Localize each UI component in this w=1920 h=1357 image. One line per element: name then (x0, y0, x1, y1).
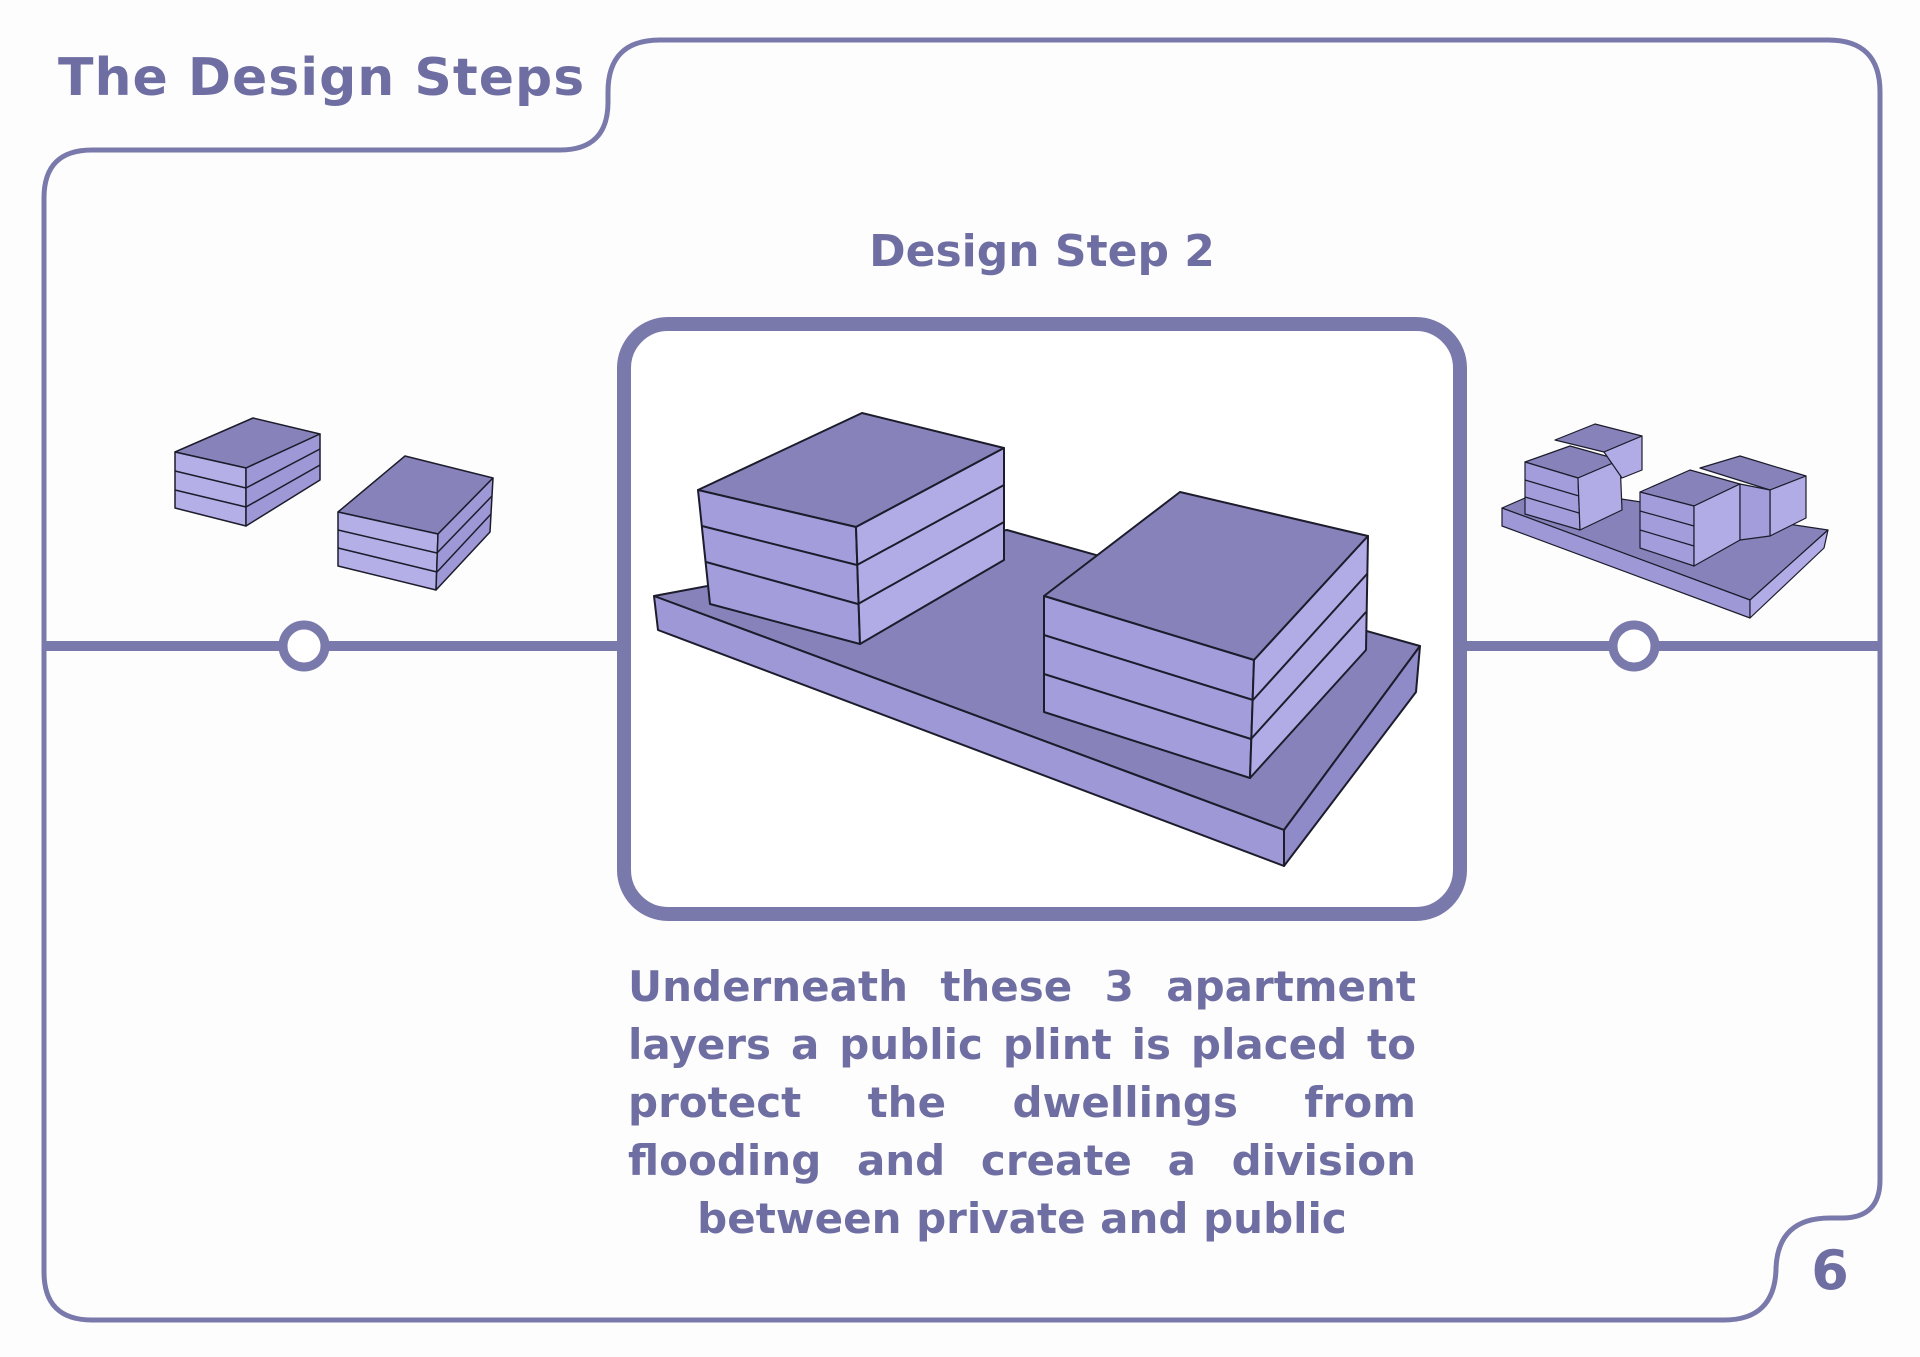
step-3-plinth-side (1749, 529, 1829, 619)
right-block-layer-line (1043, 634, 1254, 701)
step-3-left-side-2 (1603, 435, 1643, 479)
step-3-layer-line (1524, 496, 1580, 514)
card-outline (41, 37, 1883, 1323)
right-block-layer-line (1250, 611, 1367, 740)
left-block-layer-line (701, 525, 858, 566)
step-description: Underneath these 3 apartment layers a pu… (628, 962, 1416, 1243)
right-block-layer-line (1043, 673, 1252, 740)
right-apartment-block (1043, 491, 1369, 779)
plinth-side (1283, 645, 1421, 867)
step-1-block-b (337, 455, 494, 591)
block-b-layer-line (337, 547, 438, 573)
page-title: The Design Steps (58, 48, 586, 108)
page-number: 6 (1811, 1239, 1849, 1302)
block-b-layer-line (337, 529, 438, 554)
step-1-block-a (174, 417, 321, 527)
step-3-layer-line (1639, 529, 1695, 547)
step-heading: Design Step 2 (869, 226, 1215, 277)
left-block-layer-line (857, 521, 1005, 605)
block-a-layer-line (245, 448, 321, 489)
block-b-layer-line (436, 495, 493, 554)
timeline-node-step-3[interactable] (1608, 620, 1660, 672)
step-1-model[interactable] (174, 417, 494, 591)
left-block-layer-line (705, 561, 859, 605)
left-apartment-block (697, 412, 1005, 645)
block-a-layer-line (174, 470, 247, 489)
block-a-layer-line (174, 489, 247, 508)
step-3-model[interactable] (1501, 423, 1829, 619)
block-a-layer-line (245, 464, 321, 508)
left-block-layer-line (856, 484, 1005, 566)
step-3-layer-line (1524, 479, 1580, 497)
step-2-model[interactable] (653, 412, 1421, 867)
step-3-left-side (1577, 459, 1623, 531)
step-3-layer-line (1639, 510, 1695, 527)
left-block-side (855, 447, 1005, 645)
right-block-layer-line (1252, 573, 1368, 701)
step-3-far-front (1739, 483, 1771, 541)
block-b-layer-line (436, 513, 492, 573)
timeline-node-step-1[interactable] (278, 620, 330, 672)
